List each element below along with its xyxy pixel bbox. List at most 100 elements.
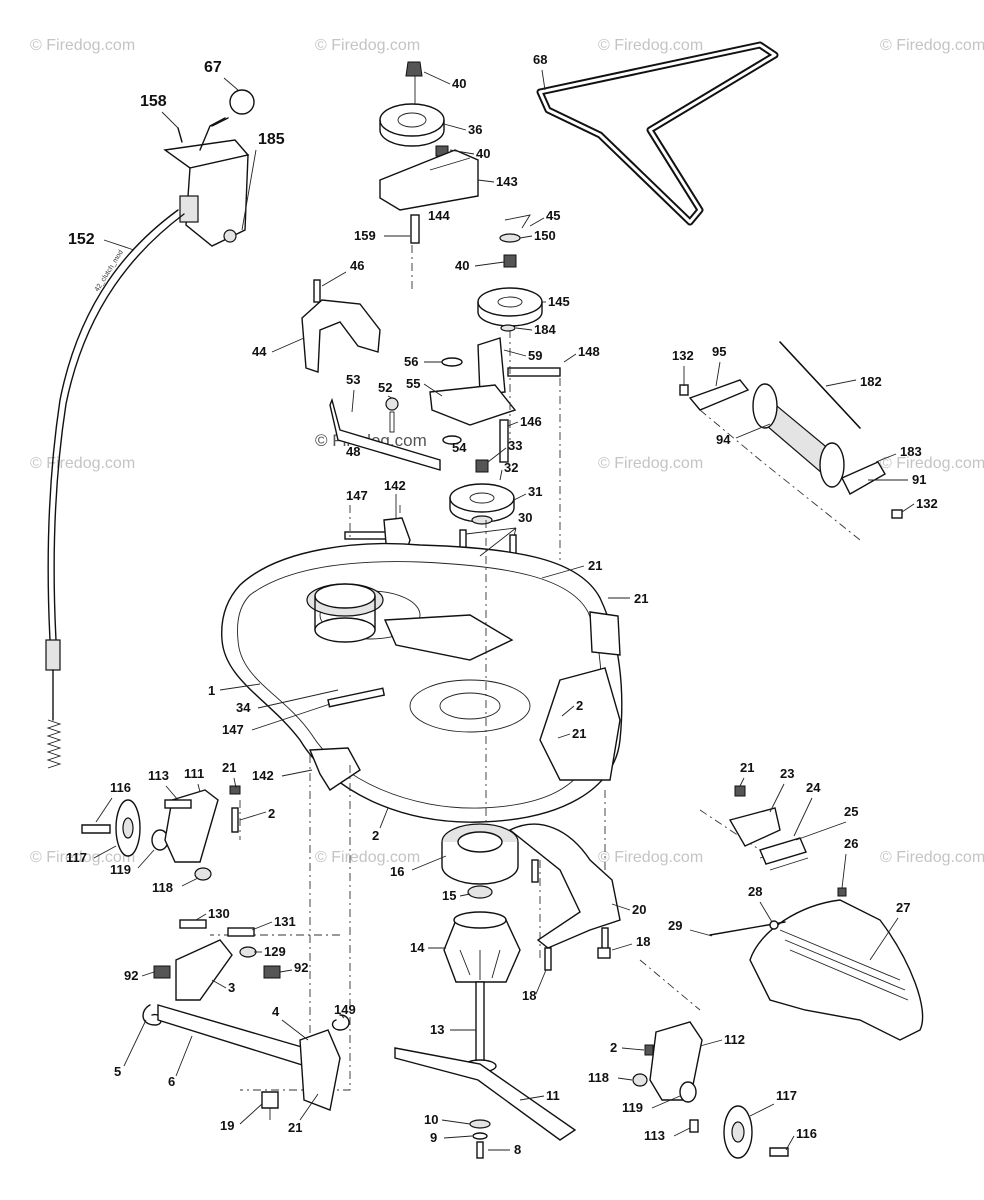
roller-assembly — [679, 341, 903, 541]
spring-148 — [507, 367, 561, 377]
callout-27: 27 — [896, 900, 910, 915]
watermark: © Firedog.com — [30, 849, 135, 866]
callout-31: 31 — [528, 484, 542, 499]
callout-68: 68 — [533, 52, 547, 67]
clutch-assembly: 42_clutch_mod — [45, 89, 255, 769]
callout-45: 45 — [546, 208, 560, 223]
callout-26: 26 — [844, 836, 858, 851]
blade-11 — [394, 1047, 577, 1141]
gauge-wheel-right — [632, 1021, 789, 1159]
callout-14: 14 — [410, 940, 425, 955]
callout-48: 48 — [346, 444, 360, 459]
pulley-32 — [449, 483, 515, 513]
callout-16: 16 — [390, 864, 404, 879]
callout-142: 142 — [384, 478, 406, 493]
callout-10: 10 — [424, 1112, 438, 1127]
watermark: © Firedog.com — [30, 37, 135, 54]
callout-21: 21 — [740, 760, 754, 775]
callout-4: 4 — [272, 1004, 280, 1019]
callout-116: 116 — [796, 1126, 817, 1141]
bracket-3 — [175, 939, 233, 1001]
callout-3: 3 — [228, 980, 235, 995]
watermark: © Firedog.com — [315, 849, 420, 866]
cable-decal: 42_clutch_mod — [94, 249, 125, 293]
baffle-20 — [508, 823, 621, 971]
callout-2: 2 — [372, 828, 379, 843]
bracket-143 — [379, 149, 479, 211]
callout-28: 28 — [748, 884, 762, 899]
alignment-lines — [210, 245, 761, 1091]
callout-67: 67 — [204, 59, 222, 76]
callout-2: 2 — [610, 1040, 617, 1055]
callout-111: 111 — [184, 766, 204, 781]
callout-132: 132 — [672, 348, 694, 363]
callout-40: 40 — [455, 258, 469, 273]
callout-21: 21 — [572, 726, 586, 741]
idler-arm-55 — [429, 384, 517, 426]
callout-131: 131 — [274, 914, 296, 929]
callout-20: 20 — [632, 902, 646, 917]
shaft-13 — [475, 981, 485, 1068]
callout-113: 113 — [148, 768, 169, 783]
callout-11: 11 — [546, 1088, 560, 1103]
clutch-cable — [47, 209, 179, 641]
callout-18: 18 — [636, 934, 650, 949]
callout-147: 147 — [346, 488, 368, 503]
height-linkage — [142, 919, 350, 1120]
bracket-59 — [477, 337, 506, 396]
callout-145: 145 — [548, 294, 570, 309]
chute-assembly — [709, 785, 924, 1041]
callout-91: 91 — [912, 472, 926, 487]
bracket-4 — [299, 1029, 341, 1111]
callout-25: 25 — [844, 804, 858, 819]
callout-21: 21 — [222, 760, 236, 775]
watermark: © Firedog.com — [30, 455, 135, 472]
watermark: © Firedog.com — [598, 455, 703, 472]
callout-24: 24 — [806, 780, 821, 795]
callout-1: 1 — [208, 683, 215, 698]
callout-36: 36 — [468, 122, 482, 137]
bolt-146 — [499, 419, 509, 463]
callout-183: 183 — [900, 444, 922, 459]
pulley-145 — [477, 287, 543, 317]
callout-29: 29 — [668, 918, 682, 933]
nut-40 — [405, 61, 423, 77]
housing-14 — [443, 919, 521, 983]
callout-119: 119 — [110, 862, 131, 877]
bolt-159 — [410, 214, 420, 244]
callout-117: 117 — [66, 850, 87, 865]
watermark: © Firedog.com — [315, 37, 420, 54]
callout-159: 159 — [354, 228, 376, 243]
callout-95: 95 — [712, 344, 726, 359]
deck-housing-1 — [221, 542, 623, 823]
callout-116: 116 — [110, 780, 131, 795]
bracket-23 — [728, 807, 781, 847]
callout-158: 158 — [140, 93, 167, 110]
spindle-assembly — [394, 823, 577, 1159]
lift-bar-6 — [157, 1004, 313, 1069]
watermark: © Firedog.com — [598, 849, 703, 866]
spring-25 — [759, 837, 807, 865]
callout-129: 129 — [264, 944, 286, 959]
callout-8: 8 — [514, 1142, 521, 1157]
callout-44: 44 — [252, 344, 267, 359]
callout-112: 112 — [724, 1032, 745, 1047]
callout-46: 46 — [350, 258, 364, 273]
callouts: 67 158 185 152 40 36 40 143 144 159 68 4… — [66, 52, 938, 1157]
callout-32: 32 — [504, 460, 518, 475]
callout-2: 2 — [576, 698, 583, 713]
drive-belt-68 — [536, 41, 779, 226]
knob-67 — [229, 89, 255, 115]
callout-19: 19 — [220, 1118, 234, 1133]
callout-56: 56 — [404, 354, 418, 369]
callout-118: 118 — [588, 1070, 609, 1085]
bracket-91 — [841, 461, 886, 495]
callout-147: 147 — [222, 722, 244, 737]
watermark-layer: © Firedog.com © Firedog.com © Firedog.co… — [30, 37, 984, 866]
callout-9: 9 — [430, 1130, 437, 1145]
bolt-19 — [261, 1091, 279, 1109]
callout-92: 92 — [294, 960, 308, 975]
callout-113: 113 — [644, 1128, 665, 1143]
callout-21: 21 — [288, 1120, 302, 1135]
